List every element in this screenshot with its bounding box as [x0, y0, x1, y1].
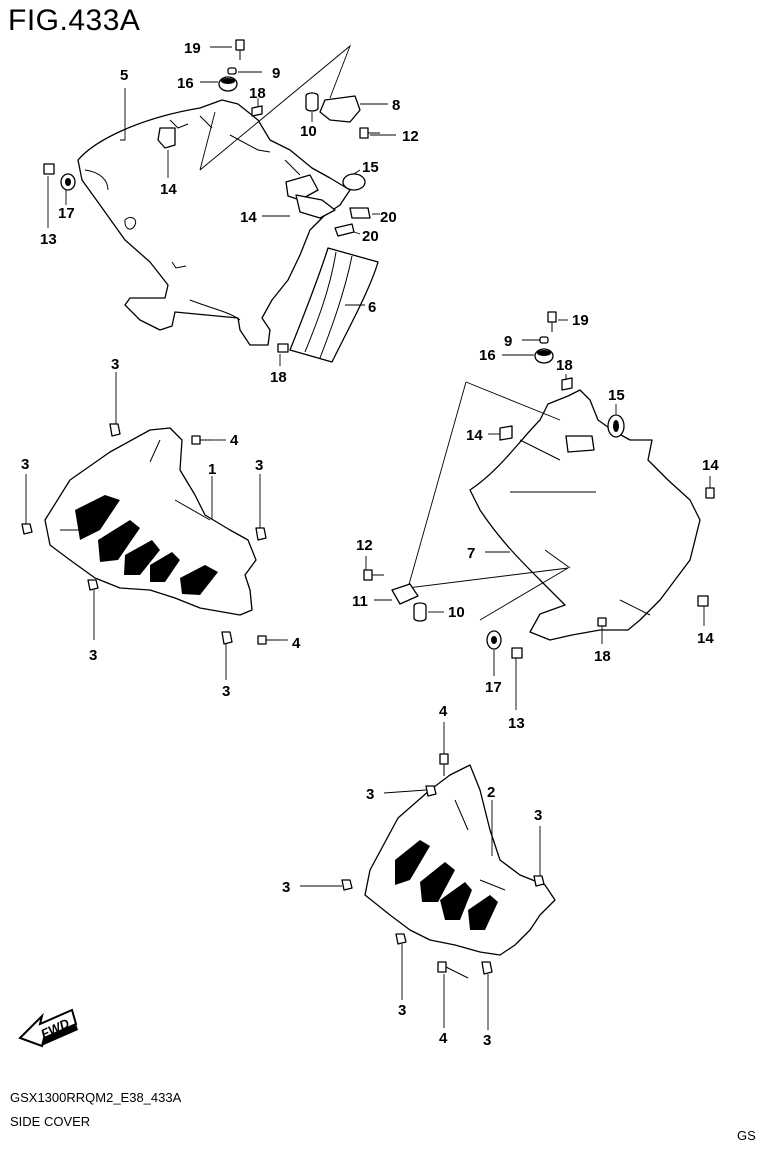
callout: 13 — [40, 231, 57, 248]
callout: 3 — [222, 683, 230, 700]
callout: 3 — [366, 786, 374, 803]
callout: 16 — [177, 75, 194, 92]
callout: 3 — [21, 456, 29, 473]
callout: 11 — [352, 593, 368, 610]
callout: 14 — [240, 209, 257, 226]
figure-title: FIG.433A — [8, 4, 141, 37]
callout: 10 — [448, 604, 465, 621]
callout: 3 — [398, 1002, 406, 1019]
callout: 14 — [702, 457, 719, 474]
inner-cover-2 — [300, 722, 556, 1030]
side-cover-7 — [363, 311, 715, 710]
region-code: GS — [737, 1128, 756, 1143]
callout: 19 — [572, 312, 589, 329]
callout: 3 — [255, 457, 263, 474]
callout: 14 — [697, 630, 714, 647]
callout: 13 — [508, 715, 525, 732]
callout: 19 — [184, 40, 201, 57]
callout: 1 — [208, 461, 216, 478]
model-code: GSX1300RRQM2_E38_433A — [10, 1090, 182, 1105]
side-cover-upper-left — [43, 39, 396, 366]
callout-labels: 19 9 5 16 18 8 10 12 15 14 17 13 14 20 2… — [21, 40, 719, 1049]
callout: 15 — [608, 387, 625, 404]
callout: 17 — [58, 205, 75, 222]
callout: 14 — [160, 181, 177, 198]
callout: 18 — [249, 85, 266, 102]
callout: 2 — [487, 784, 495, 801]
callout: 3 — [534, 807, 542, 824]
callout: 18 — [556, 357, 573, 374]
callout: 4 — [230, 432, 239, 449]
callout: 3 — [483, 1032, 491, 1049]
callout: 17 — [485, 679, 502, 696]
callout: 14 — [466, 427, 483, 444]
callout: 4 — [292, 635, 301, 652]
callout: 4 — [439, 703, 448, 720]
fwd-arrow-icon: FWD — [18, 1008, 78, 1048]
section-name: SIDE COVER — [10, 1114, 91, 1129]
callout: 18 — [594, 648, 611, 665]
callout: 3 — [89, 647, 97, 664]
callout: 18 — [270, 369, 287, 386]
callout: 16 — [479, 347, 496, 364]
callout: 8 — [392, 97, 400, 114]
callout: 20 — [380, 209, 397, 226]
callout: 9 — [272, 65, 280, 82]
callout: 12 — [402, 128, 419, 145]
callout: 5 — [120, 67, 128, 84]
callout: 4 — [439, 1030, 448, 1047]
callout: 6 — [368, 299, 376, 316]
callout: 12 — [356, 537, 373, 554]
callout: 10 — [300, 123, 317, 140]
callout: 7 — [467, 545, 475, 562]
callout: 3 — [282, 879, 290, 896]
callout: 20 — [362, 228, 379, 245]
inner-cover-1 — [21, 372, 288, 680]
callout: 15 — [362, 159, 379, 176]
callout: 3 — [111, 356, 119, 373]
callout: 9 — [504, 333, 512, 350]
